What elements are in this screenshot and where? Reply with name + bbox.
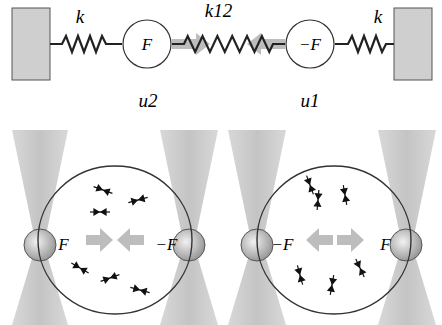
trap-beam (12, 130, 436, 325)
spin-arrow (90, 209, 110, 215)
spin-arrow (128, 195, 149, 206)
interaction-region: −F F (256, 165, 412, 315)
spin-arrow (93, 184, 114, 196)
spin-arrow (130, 285, 151, 296)
displacement-label: u1 (301, 91, 320, 110)
spin-arrow (100, 272, 121, 284)
spin-arrow (295, 265, 306, 286)
spin-arrow (353, 258, 367, 279)
mass-circle: −F (285, 19, 335, 69)
force-label: F (58, 236, 68, 253)
spin-arrow (314, 190, 322, 210)
spring (335, 36, 394, 52)
force-label: F (380, 236, 390, 253)
spin-arrow (304, 175, 316, 196)
force-arrow (117, 228, 144, 252)
force-arrow (86, 228, 113, 252)
spin-arrows (70, 175, 367, 296)
spin-arrow (327, 275, 336, 296)
displacement-label: u2 (139, 91, 158, 110)
spring-constant: k (374, 7, 382, 26)
trapped-bead (24, 229, 422, 261)
spring-constant: k12 (205, 1, 232, 20)
force-label: −F (156, 236, 178, 253)
spring (50, 36, 122, 52)
coupling-spring (172, 36, 285, 52)
spring-constant: k (76, 7, 84, 26)
force-label: −F (272, 236, 294, 253)
spin-arrow (340, 185, 349, 206)
mass-circle: F (122, 19, 172, 69)
wall (12, 8, 50, 80)
spin-arrow (70, 260, 90, 275)
force-label: −F (299, 36, 321, 53)
force-arrow (306, 228, 333, 252)
force-arrow (337, 228, 364, 252)
interaction-region: F −F (37, 165, 193, 315)
force-label: F (142, 36, 152, 53)
wall (394, 8, 432, 80)
